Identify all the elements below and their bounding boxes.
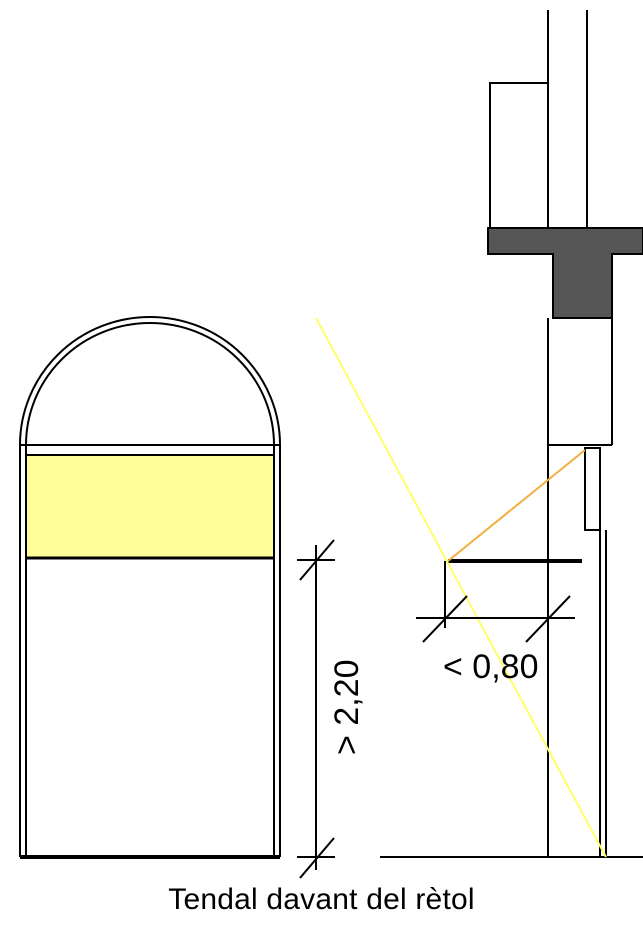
projection-dimension (416, 561, 575, 643)
drawing-caption: Tendal davant del rètol (168, 883, 475, 916)
floor-slab (487, 227, 643, 319)
height-label: > 2,20 (328, 660, 366, 755)
sign-panel (25, 454, 275, 559)
upper-window (489, 82, 549, 229)
arched-doorway-elevation (19, 316, 281, 859)
sight-line (315, 317, 607, 858)
projection-label: < 0,80 (443, 648, 538, 686)
arch-inner (25, 322, 275, 857)
projection-tick-right (525, 595, 571, 643)
height-dimension (297, 539, 335, 879)
building-section (489, 10, 588, 229)
arch-outer (19, 316, 281, 857)
light-ray (447, 449, 586, 562)
sign-box-section (584, 447, 601, 531)
projection-tick-left (422, 595, 468, 643)
ground-floor-wall (380, 318, 643, 858)
